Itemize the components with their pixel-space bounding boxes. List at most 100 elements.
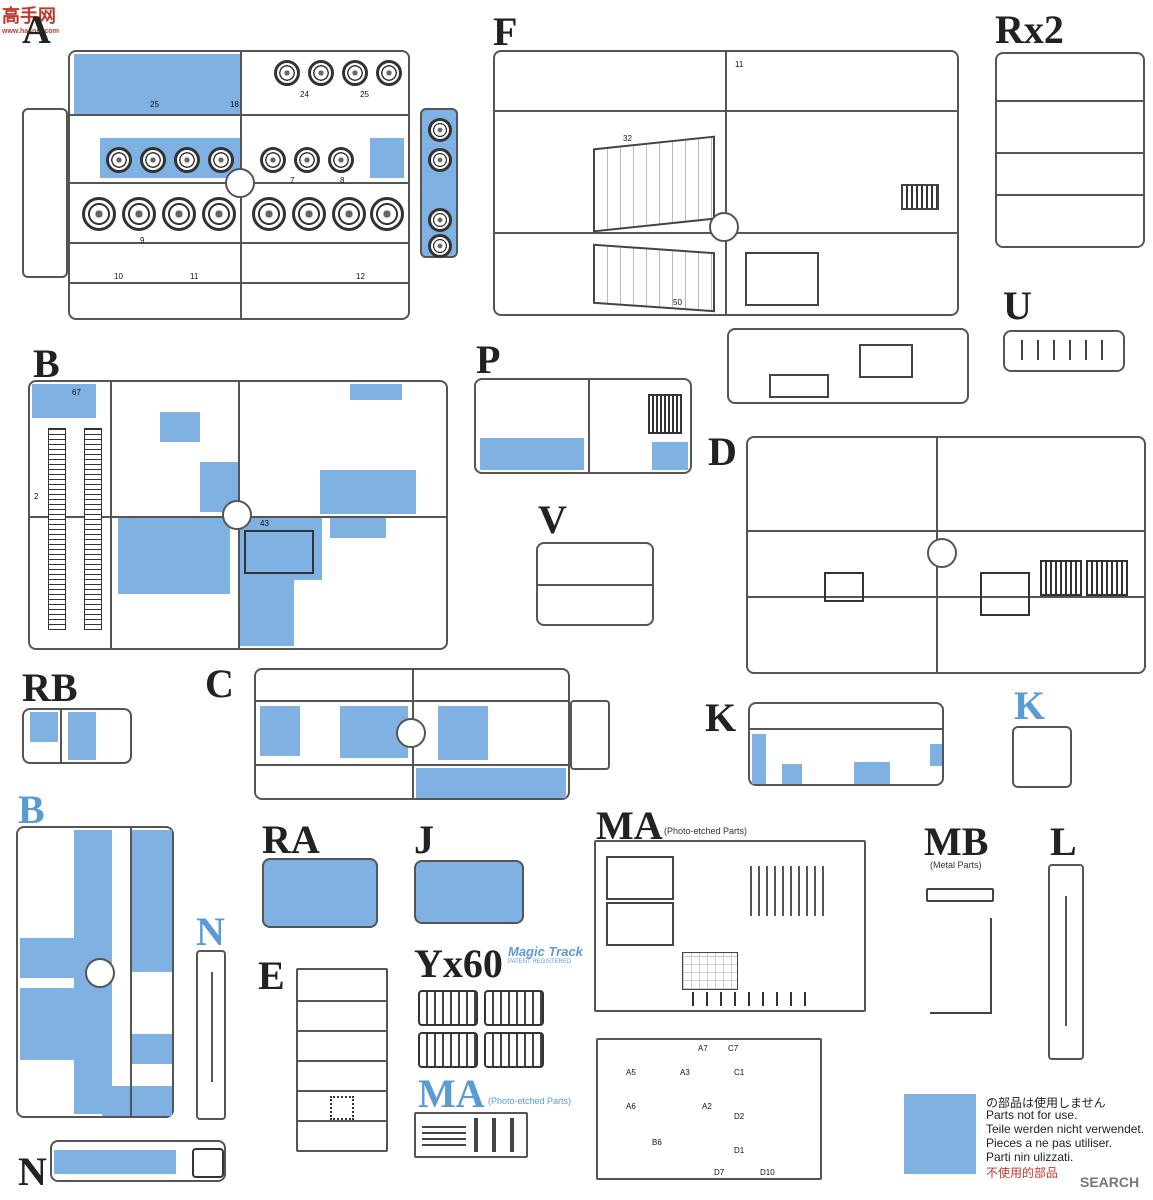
magic-track-logo-text: Magic Track	[508, 944, 583, 959]
part-number: 10	[114, 272, 123, 281]
sprocket-wheel	[342, 60, 368, 86]
sprue-gate	[927, 538, 957, 568]
part-number: 7	[290, 176, 295, 185]
part-box	[980, 572, 1030, 616]
idler-wheel	[252, 197, 286, 231]
part-box	[859, 344, 913, 378]
sprue-label-a: A	[22, 7, 51, 52]
track-link	[484, 990, 544, 1026]
hull-side-plate	[593, 135, 715, 233]
legend-text-it: Parti nin ulizzati.	[986, 1150, 1074, 1164]
unused-parts-highlight	[370, 138, 404, 178]
sprue-gate	[709, 212, 739, 242]
sprue-l	[1048, 864, 1084, 1060]
sprue-label-j: J	[414, 817, 434, 862]
pe-mesh	[682, 952, 738, 990]
unused-parts-highlight	[74, 54, 240, 114]
part-box	[330, 1096, 354, 1120]
part-number: A6	[626, 1102, 636, 1111]
sprue-rx2	[995, 52, 1145, 248]
idler-wheel	[292, 197, 326, 231]
sprue-v	[536, 542, 654, 626]
site-logo: 高手网 www.hasnet.com	[2, 2, 72, 42]
part-number: D10	[760, 1168, 775, 1177]
idler-wheel	[370, 197, 404, 231]
part-number: A2	[702, 1102, 712, 1111]
sprue-sublabel-ma: (Photo-etched Parts)	[664, 826, 748, 836]
unused-parts-highlight	[130, 1034, 172, 1064]
road-wheel	[428, 234, 452, 258]
unused-parts-highlight	[238, 518, 322, 580]
sprue-label-ma: MA	[596, 803, 663, 848]
part-number: D1	[734, 1146, 745, 1155]
unused-parts-highlight	[20, 988, 74, 1060]
road-wheel	[260, 147, 286, 173]
legend-text-en: Parts not for use.	[986, 1108, 1078, 1122]
unused-parts-highlight	[320, 470, 416, 514]
sprue-label-k-blue: K	[1014, 683, 1046, 728]
part-box	[901, 184, 939, 210]
sprue-label-rb: RB	[22, 665, 78, 710]
sprue-label-v: V	[538, 497, 567, 542]
sprue-label-mb: MB	[924, 819, 989, 864]
sprue-c-side	[570, 700, 610, 770]
unused-parts-highlight	[20, 938, 74, 978]
road-wheel	[328, 147, 354, 173]
site-logo-url: www.hasnet.com	[2, 28, 59, 35]
pe-panel	[606, 902, 674, 946]
part-number: 25	[150, 100, 159, 109]
sprue-label-b-blue: B	[18, 787, 45, 832]
legend-text-de: Teile werden nicht verwendet.	[986, 1122, 1145, 1136]
sprue-label-c: C	[205, 661, 234, 706]
unused-parts-highlight	[416, 768, 566, 798]
part-box	[824, 572, 864, 602]
sprue-label-d: D	[708, 429, 737, 474]
legend-swatch-unused	[904, 1094, 976, 1174]
part-number: 32	[623, 134, 632, 143]
sprue-n	[50, 1140, 226, 1182]
legend-text-zh: 不使用的部品	[986, 1166, 1059, 1180]
sprue-f-lower	[727, 328, 969, 404]
sprue-ma-fret-2: A7 C7 A5 A3 C1 A6 A2 D2 B6 D1 D7 D10	[596, 1038, 822, 1180]
unused-parts-highlight	[854, 762, 890, 784]
sprue-ma-fret	[594, 840, 866, 1012]
part-number: 67	[72, 388, 81, 397]
road-wheel	[208, 147, 234, 173]
unused-parts-highlight	[102, 1086, 172, 1116]
legend-text-ja: の部品は使用しません	[986, 1096, 1106, 1110]
sprue-label-e: E	[258, 953, 285, 998]
sprue-gate	[85, 958, 115, 988]
road-wheel	[106, 147, 132, 173]
sprue-a-side-piece	[22, 108, 68, 278]
site-logo-text: 高手网	[2, 6, 56, 26]
pe-panel	[606, 856, 674, 900]
unused-parts-highlight	[238, 580, 294, 646]
sprue-rb	[22, 708, 132, 764]
unused-parts-highlight	[260, 706, 300, 756]
unused-parts-highlight	[330, 518, 386, 538]
sprue-k	[748, 702, 944, 786]
unused-parts-highlight	[118, 518, 230, 594]
part-box	[1040, 560, 1082, 596]
sprue-j	[414, 860, 524, 924]
pe-panel	[680, 992, 810, 1006]
road-wheel	[428, 118, 452, 142]
unused-parts-highlight	[160, 412, 200, 442]
part-box	[244, 530, 314, 574]
sprue-p	[474, 378, 692, 474]
sprue-label-k: K	[705, 695, 737, 740]
idler-wheel	[332, 197, 366, 231]
part-number: 11	[735, 60, 744, 69]
track-link	[484, 1032, 544, 1068]
sprue-label-rx2: Rx2	[995, 7, 1064, 52]
sprue-gate	[222, 500, 252, 530]
sprue-a-blue-piece	[420, 108, 458, 258]
unused-parts-highlight	[782, 764, 802, 784]
unused-parts-highlight	[652, 442, 688, 470]
part-number: 24	[300, 90, 309, 99]
part-number: B6	[652, 1138, 662, 1147]
part-box	[745, 252, 819, 306]
idler-wheel	[122, 197, 156, 231]
hull-side-plate	[593, 243, 715, 313]
idler-wheel	[82, 197, 116, 231]
